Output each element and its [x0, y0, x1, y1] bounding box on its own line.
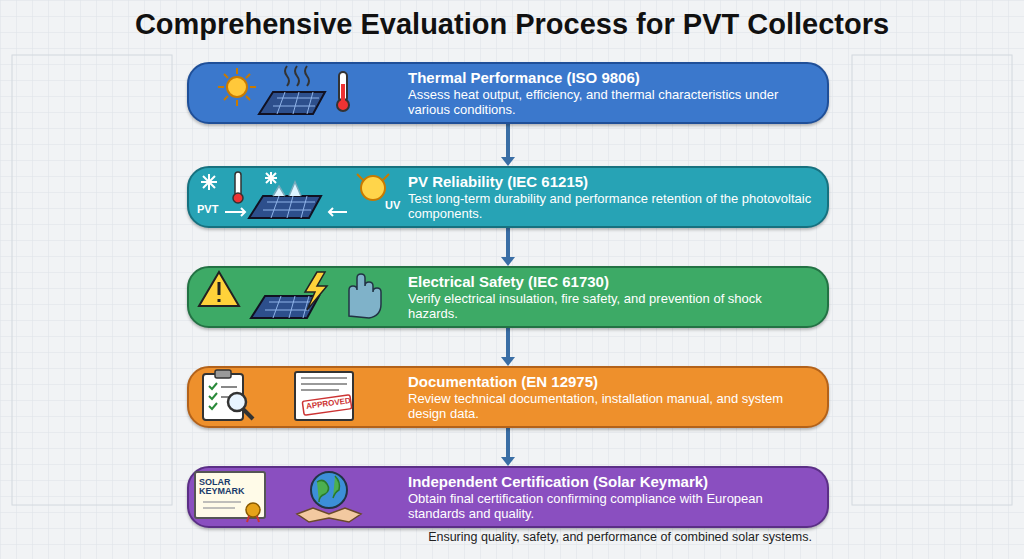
text-block: Electrical Safety (IEC 61730)Verify elec… [408, 273, 815, 321]
flow-arrow [501, 124, 515, 166]
thermal-band: Thermal Performance (ISO 9806)Assess hea… [187, 62, 829, 124]
text-block: PV Reliability (IEC 61215)Test long-term… [408, 173, 815, 221]
step-description: Review technical documentation, installa… [408, 391, 815, 421]
step-heading: PV Reliability (IEC 61215) [408, 173, 815, 191]
certification-band: Independent Certification (Solar Keymark… [187, 466, 829, 528]
flow-arrow [501, 228, 515, 266]
diagram-title: Comprehensive Evaluation Process for PVT… [0, 8, 1024, 41]
band-icons [189, 268, 404, 324]
safety-band: Electrical Safety (IEC 61730)Verify elec… [187, 266, 829, 328]
flow-arrow [501, 428, 515, 466]
step-heading: Independent Certification (Solar Keymark… [408, 473, 815, 491]
band-icons [189, 64, 404, 120]
band-icons [189, 468, 404, 524]
icon-label: UV [385, 200, 400, 211]
diagram-caption: Ensuring quality, safety, and performanc… [380, 530, 860, 544]
text-block: Documentation (EN 12975)Review technical… [408, 373, 815, 421]
step-description: Assess heat output, efficiency, and ther… [408, 87, 815, 117]
band-icons [189, 168, 404, 224]
step-heading: Documentation (EN 12975) [408, 373, 815, 391]
step-heading: Thermal Performance (ISO 9806) [408, 69, 815, 87]
text-block: Independent Certification (Solar Keymark… [408, 473, 815, 521]
documentation-band: Documentation (EN 12975)Review technical… [187, 366, 829, 428]
text-block: Thermal Performance (ISO 9806)Assess hea… [408, 69, 815, 117]
step-description: Obtain final certification confirming co… [408, 491, 815, 521]
flow-arrow [501, 328, 515, 366]
reliability-band: PV Reliability (IEC 61215)Test long-term… [187, 166, 829, 228]
step-heading: Electrical Safety (IEC 61730) [408, 273, 815, 291]
icon-label: PVT [197, 204, 218, 215]
step-description: Test long-term durability and performanc… [408, 191, 815, 221]
band-icons [189, 368, 404, 424]
step-description: Verify electrical insulation, fire safet… [408, 291, 815, 321]
icon-label: SOLAR KEYMARK [199, 478, 259, 496]
